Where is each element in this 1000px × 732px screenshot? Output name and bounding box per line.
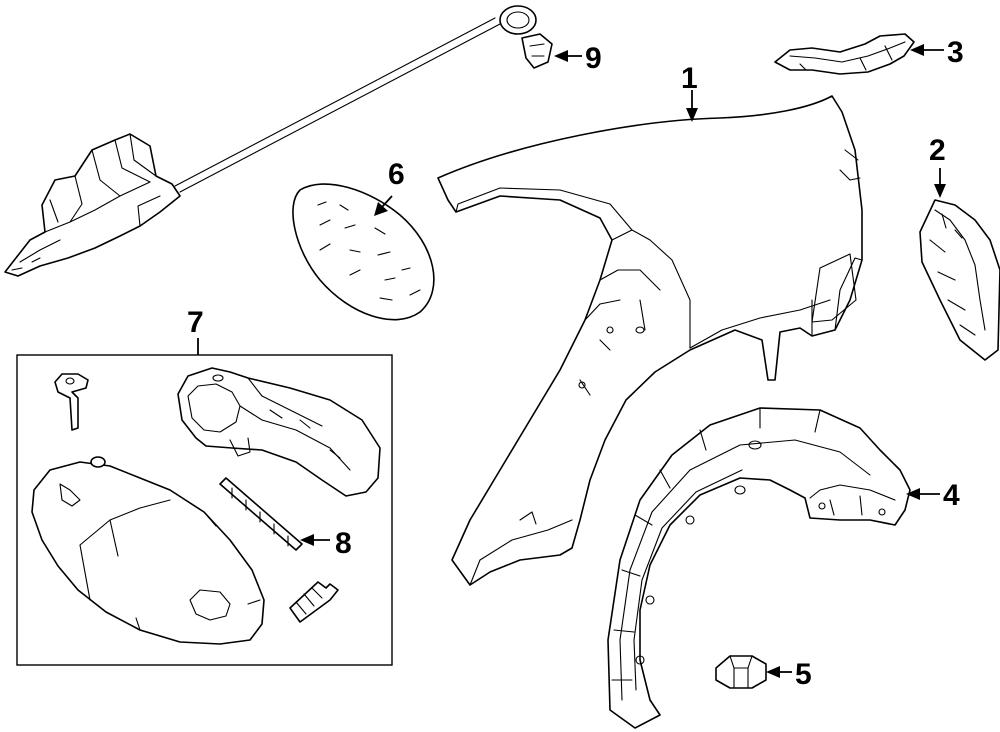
callout-3: 3: [947, 36, 964, 69]
push-clip-part: [715, 655, 767, 689]
kit-frame: [16, 354, 393, 666]
rear-bracket-part: [919, 199, 1000, 361]
callout-1: 1: [681, 62, 698, 95]
insulator-pad-part: [292, 183, 435, 321]
callout-6: 6: [388, 158, 405, 191]
callout-7: 7: [187, 306, 204, 339]
wheelhouse-liner-part: [607, 407, 911, 729]
callout-8: 8: [335, 527, 352, 560]
fuel-door-kit: [16, 354, 393, 666]
callout-9: 9: [585, 42, 602, 75]
callout-5: 5: [795, 658, 812, 691]
callout-2: 2: [929, 134, 946, 167]
release-cable-assembly: [4, 5, 553, 277]
quarter-panel-part: [437, 95, 863, 586]
upper-bracket-part: [774, 33, 915, 75]
callout-labels: 1 2 3 4 5 6 7 8 9: [187, 36, 964, 691]
callout-4: 4: [943, 479, 960, 512]
leader-lines: [197, 44, 946, 678]
